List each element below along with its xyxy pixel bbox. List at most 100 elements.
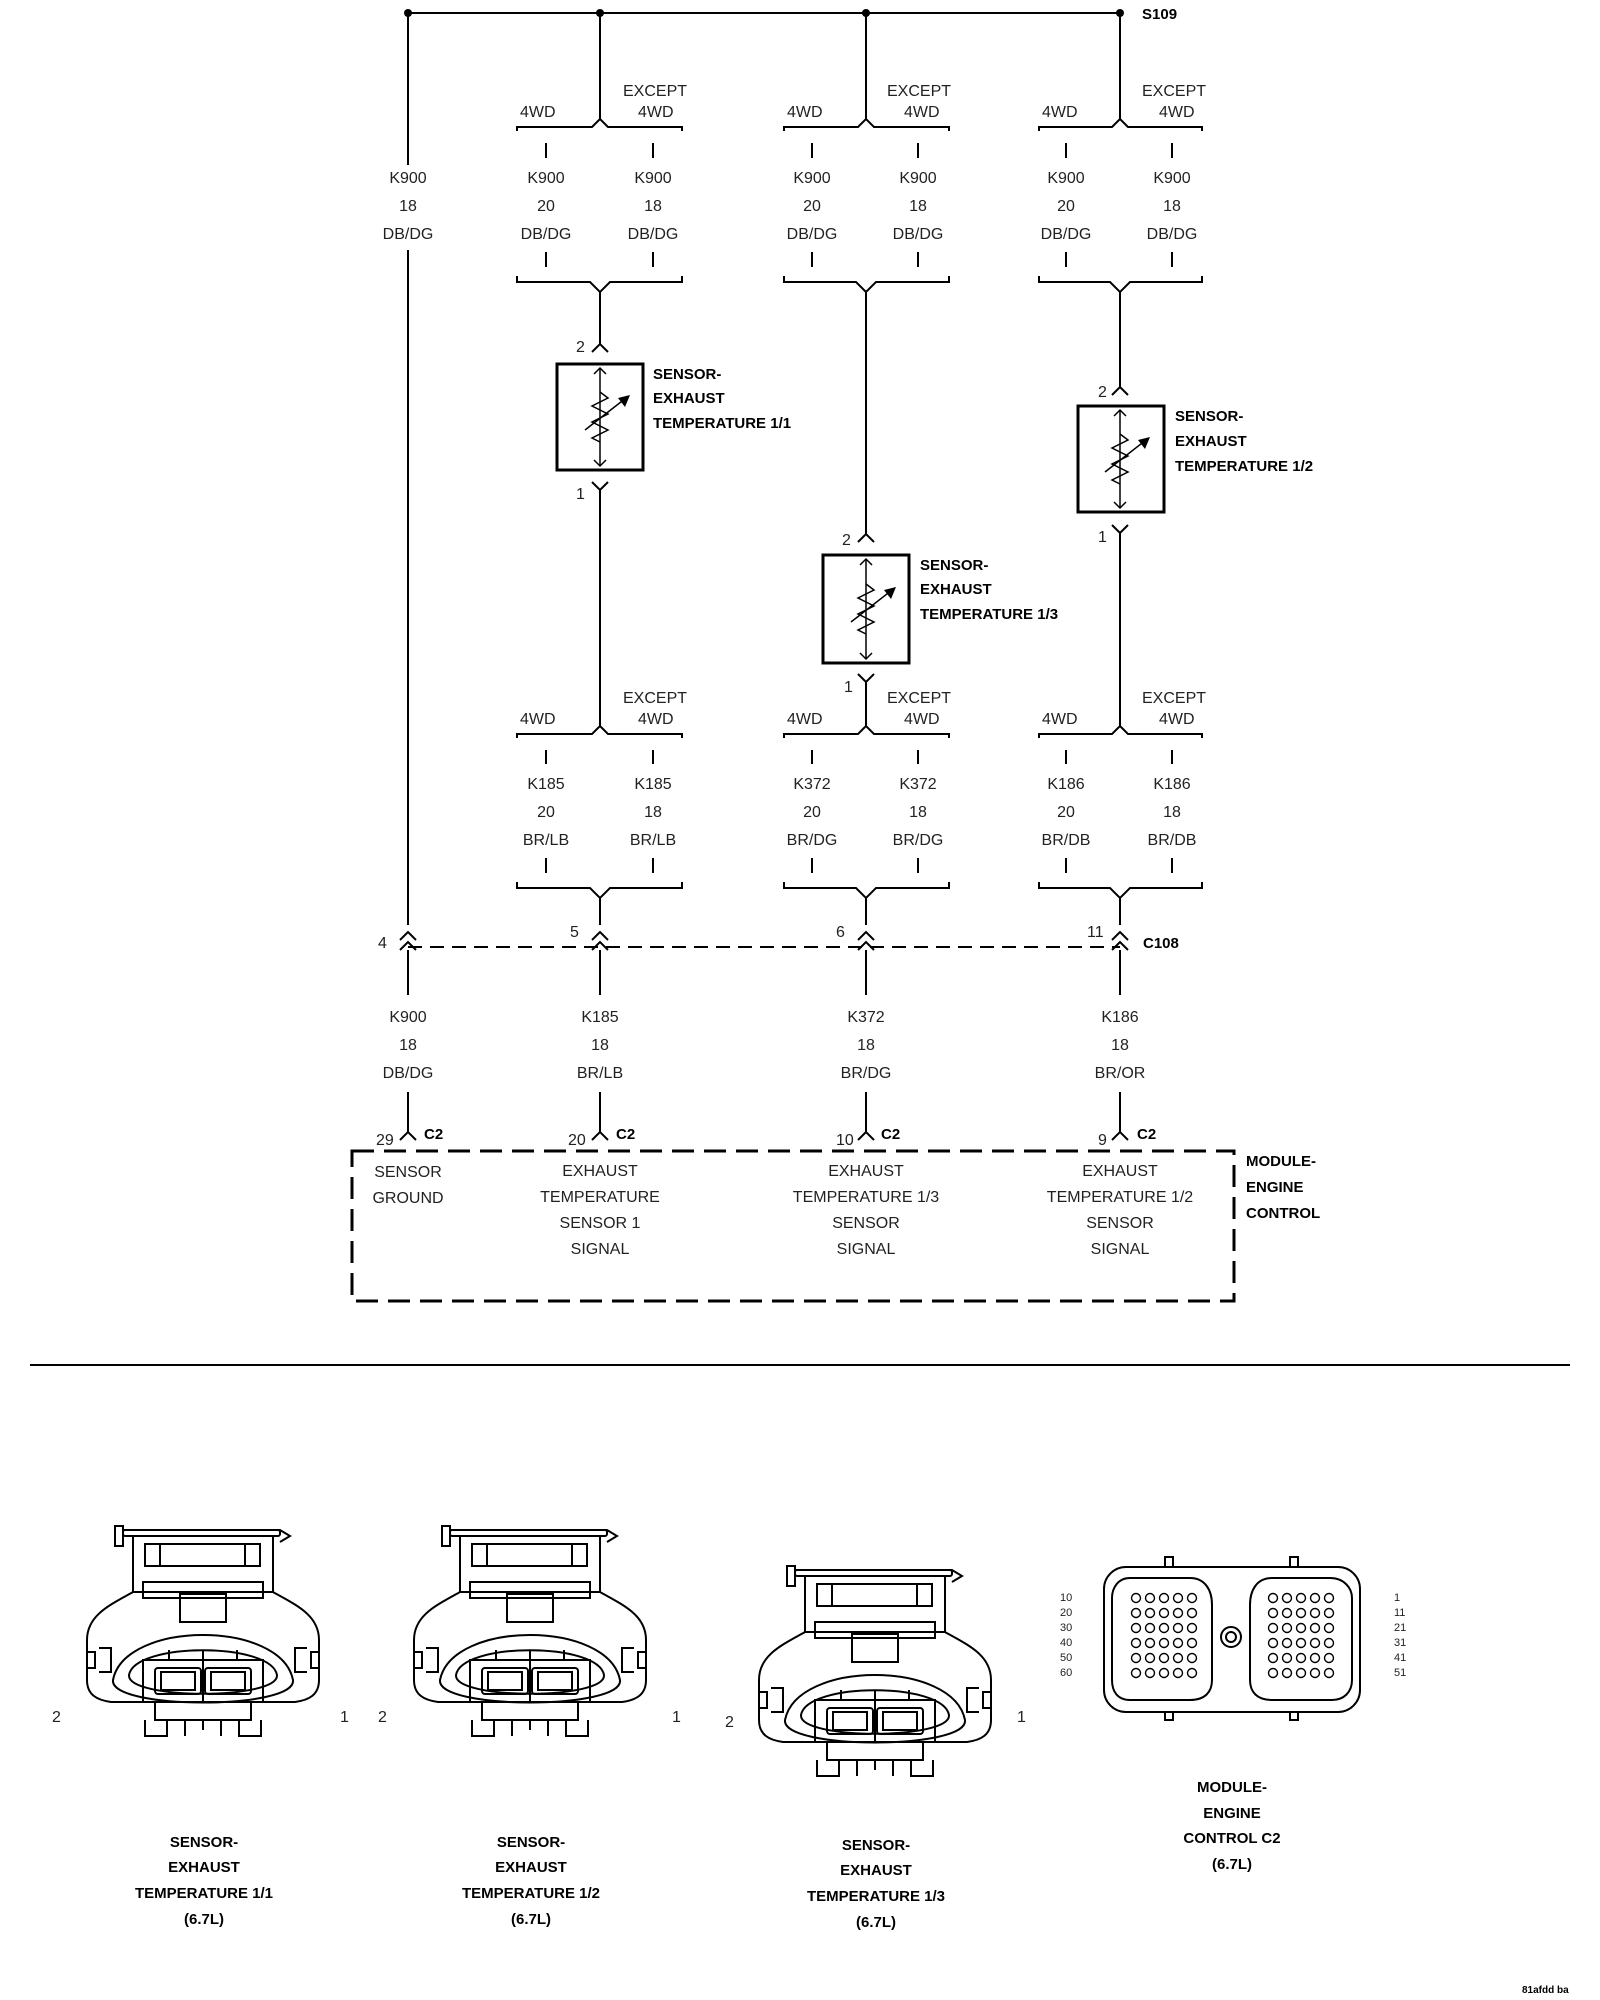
ecm-row-label: 20 xyxy=(1060,1607,1072,1619)
option-4wd: 4WD xyxy=(787,104,823,121)
ground-wire-gauge: 18 xyxy=(399,198,417,215)
connector-label: TEMPERATURE 1/3 xyxy=(807,1888,945,1905)
wire-color: BR/DG xyxy=(841,1065,892,1082)
ecm-pin-cavity xyxy=(1309,1667,1321,1679)
ecm-pin-cavity xyxy=(1267,1592,1279,1604)
connector-pin-right: 1 xyxy=(672,1709,681,1726)
connector-pin-right: 1 xyxy=(1017,1709,1026,1726)
ecm-pin: 29 xyxy=(376,1132,394,1149)
ecm-pin-cavity xyxy=(1144,1667,1156,1679)
connector-c108: 4 5 6 11 C108 xyxy=(378,924,1179,952)
top-option-group-2: 4WD EXCEPT 4WD K900 20 DB/DG K900 18 DB/… xyxy=(783,13,951,535)
ecm-function: SENSOR xyxy=(374,1164,442,1181)
wire-gauge: 18 xyxy=(909,198,927,215)
ecm-pin-cavity xyxy=(1281,1622,1293,1634)
option-4wd-right: 4WD xyxy=(1159,711,1195,728)
option-4wd-right: 4WD xyxy=(638,104,674,121)
wire-gauge: 18 xyxy=(857,1037,875,1054)
ecm-pin-cavity xyxy=(1186,1592,1198,1604)
option-except: EXCEPT xyxy=(623,690,687,707)
wire-circuit: K900 xyxy=(1153,170,1190,187)
wire-gauge: 20 xyxy=(1057,804,1075,821)
connector-view-sensor-1-1: 2 1 SENSOR- EXHAUST TEMPERATURE 1/1 (6.7… xyxy=(52,1525,349,1928)
ecm-pin-cavity xyxy=(1295,1622,1307,1634)
ecm-row-label: 21 xyxy=(1394,1622,1406,1634)
ecm-conn: C2 xyxy=(1137,1126,1156,1143)
wire-color: DB/DG xyxy=(1041,226,1092,243)
ecm-function: TEMPERATURE 1/3 xyxy=(793,1189,940,1206)
ecm-pin-cavity xyxy=(1309,1592,1321,1604)
wire-circuit: K900 xyxy=(527,170,564,187)
wire-gauge: 18 xyxy=(909,804,927,821)
wire-circuit: K900 xyxy=(793,170,830,187)
ecm-row-label: 50 xyxy=(1060,1652,1072,1664)
wire-color: DB/DG xyxy=(521,226,572,243)
option-except: EXCEPT xyxy=(1142,690,1206,707)
sensor-exhaust-temp-1-3: 2 1 SENSOR- EXHAUST TEMPERATURE 1/3 xyxy=(821,532,1058,718)
connector-view-sensor-1-3: 2 1 SENSOR- EXHAUST TEMPERATURE 1/3 (6.7… xyxy=(725,1565,1026,1931)
bottom-option-group-3: 4WD EXCEPT 4WD K186 20 BR/DB K186 18 BR/… xyxy=(1038,690,1206,925)
sensor-label: EXHAUST xyxy=(653,390,725,407)
wire-circuit: K372 xyxy=(847,1009,884,1026)
figure-id: 81afdd ba xyxy=(1522,1985,1569,1996)
wire-gauge: 20 xyxy=(803,804,821,821)
ecm-function: EXHAUST xyxy=(1082,1163,1158,1180)
wire-color: BR/OR xyxy=(1095,1065,1146,1082)
wire-gauge: 20 xyxy=(1057,198,1075,215)
connector-pin-left: 2 xyxy=(378,1709,387,1726)
wire-color: DB/DG xyxy=(1147,226,1198,243)
wire-circuit: K900 xyxy=(389,1009,426,1026)
ecm-pin-cavity xyxy=(1267,1667,1279,1679)
sensor-label: SENSOR- xyxy=(1175,408,1243,425)
ecm-pin-cavity xyxy=(1172,1667,1184,1679)
wire-gauge: 18 xyxy=(1111,1037,1129,1054)
wire-color: DB/DG xyxy=(787,226,838,243)
ecm-function: SENSOR 1 xyxy=(560,1215,641,1232)
ecm-pin-cavity xyxy=(1158,1607,1170,1619)
wire-color: BR/LB xyxy=(577,1065,623,1082)
splice-bus: S109 xyxy=(404,6,1177,23)
ecm-pin-cavity xyxy=(1158,1637,1170,1649)
ecm-pin-cavity xyxy=(1295,1607,1307,1619)
option-except: EXCEPT xyxy=(887,83,951,100)
wire-circuit: K186 xyxy=(1047,776,1084,793)
option-except: EXCEPT xyxy=(887,690,951,707)
ecm-pin-cavity xyxy=(1295,1637,1307,1649)
ecm-pin-cavity xyxy=(1323,1622,1335,1634)
module-engine-control: SENSOR GROUND EXHAUST TEMPERATURE SENSOR… xyxy=(350,1149,1320,1303)
wire-circuit: K185 xyxy=(527,776,564,793)
ecm-function: EXHAUST xyxy=(562,1163,638,1180)
ecm-pin: 20 xyxy=(568,1132,586,1149)
ecm-pin-cavity xyxy=(1186,1667,1198,1679)
ecm-pin-cavity xyxy=(1130,1652,1142,1664)
ecm-row-label: 51 xyxy=(1394,1667,1406,1679)
ecm-function: SIGNAL xyxy=(571,1241,630,1258)
connector-label: (6.7L) xyxy=(511,1911,551,1928)
option-4wd: 4WD xyxy=(520,711,556,728)
wire-circuit: K900 xyxy=(1047,170,1084,187)
wire-color: DB/DG xyxy=(383,1065,434,1082)
ecm-row-label: 40 xyxy=(1060,1637,1072,1649)
wire-gauge: 18 xyxy=(399,1037,417,1054)
ecm-function: SIGNAL xyxy=(837,1241,896,1258)
connector-label: EXHAUST xyxy=(840,1862,912,1879)
wire-circuit: K900 xyxy=(899,170,936,187)
ecm-row-label: 30 xyxy=(1060,1622,1072,1634)
ecm-pin-cavity xyxy=(1309,1652,1321,1664)
wire-circuit: K372 xyxy=(899,776,936,793)
top-option-group-1: 4WD EXCEPT 4WD K900 20 DB/DG K900 18 DB/… xyxy=(516,13,687,345)
ecm-pin-cavity xyxy=(1186,1637,1198,1649)
wire-color: BR/DB xyxy=(1042,832,1091,849)
ecm-pin-cavity xyxy=(1267,1637,1279,1649)
ecm-conn: C2 xyxy=(616,1126,635,1143)
ecm-pin-cavity xyxy=(1172,1607,1184,1619)
sensor-pin-bottom: 1 xyxy=(576,486,585,503)
ecm-pin-cavity xyxy=(1309,1637,1321,1649)
ecm-function: GROUND xyxy=(372,1190,443,1207)
option-4wd-right: 4WD xyxy=(904,104,940,121)
splice-label: S109 xyxy=(1142,6,1177,23)
sensor-label: EXHAUST xyxy=(1175,433,1247,450)
connector-pin-right: 1 xyxy=(340,1709,349,1726)
option-4wd-right: 4WD xyxy=(1159,104,1195,121)
ecm-pin-cavity xyxy=(1281,1592,1293,1604)
